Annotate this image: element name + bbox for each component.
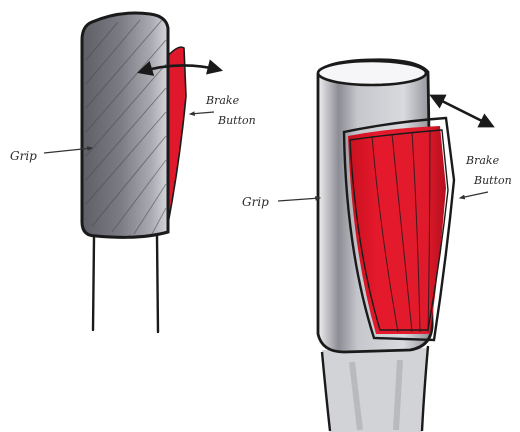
right-brake-label-line2: Button <box>473 174 512 187</box>
left-brake-leader <box>190 112 214 114</box>
right-grip-label: Grip <box>242 195 269 209</box>
left-shaft <box>93 236 158 332</box>
left-grip-sketch: Grip Brake Button <box>10 13 256 332</box>
left-brake-label-line2: Button <box>217 114 256 127</box>
right-shaft <box>322 348 428 432</box>
right-brake-label-line1: Brake <box>465 154 500 167</box>
right-grip-top <box>318 61 426 85</box>
right-grip-sketch: Grip Brake Button <box>242 60 512 432</box>
left-grip-label: Grip <box>10 149 37 163</box>
left-brake-label-line1: Brake <box>205 94 240 107</box>
right-grip-leader <box>278 198 320 201</box>
right-rotation-arrow <box>432 96 492 126</box>
right-brake-leader <box>460 192 488 198</box>
